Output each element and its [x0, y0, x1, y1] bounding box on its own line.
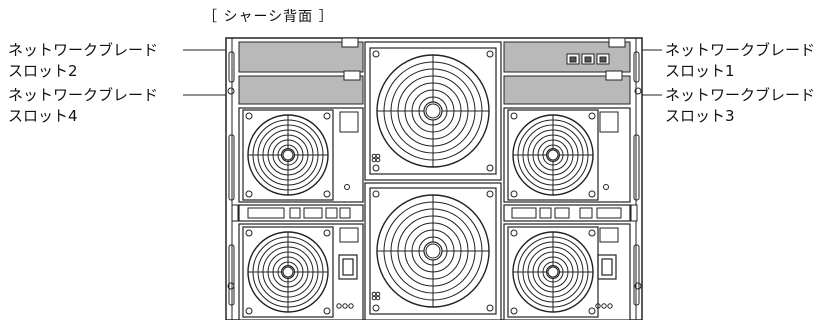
network-blade-slot3: [503, 75, 631, 105]
ethernet-port-icon: [539, 207, 552, 219]
ethernet-port-icon: [325, 207, 338, 219]
left-lower-fan-icon: [242, 226, 334, 318]
callout-slot3-line1: ネットワークブレード: [665, 86, 816, 104]
right-upper-fan-icon: [507, 109, 599, 201]
callout-slot1-line2: スロット1: [665, 62, 735, 80]
callout-slot2-line2: スロット2: [8, 62, 78, 80]
callout-slot3: ネットワークブレード スロット3: [665, 85, 815, 127]
right-lower-fan-icon: [507, 226, 599, 318]
callout-slot4-line2: スロット4: [8, 107, 78, 125]
callout-slot3-line2: スロット3: [665, 107, 735, 125]
callout-slot1: ネットワークブレード スロット1: [665, 40, 815, 82]
callout-slot2-line1: ネットワークブレード: [8, 41, 159, 59]
center-upper-fan-icon: [369, 47, 497, 175]
serial-port-icon: [247, 207, 285, 219]
network-blade-slot4: [238, 75, 364, 105]
callout-slot2: ネットワークブレード スロット2: [8, 40, 158, 82]
diagram-title: ［ シャーシ背面 ］: [203, 9, 334, 25]
callout-slot4: ネットワークブレード スロット4: [8, 85, 158, 127]
center-lower-fan-icon: [369, 187, 497, 315]
right-rail-slot: [633, 51, 640, 83]
left-upper-fan-icon: [242, 109, 334, 201]
callout-slot1-line1: ネットワークブレード: [665, 41, 816, 59]
left-rail-slot: [228, 51, 235, 83]
ethernet-port-icon: [566, 53, 610, 65]
callout-slot4-line1: ネットワークブレード: [8, 86, 159, 104]
